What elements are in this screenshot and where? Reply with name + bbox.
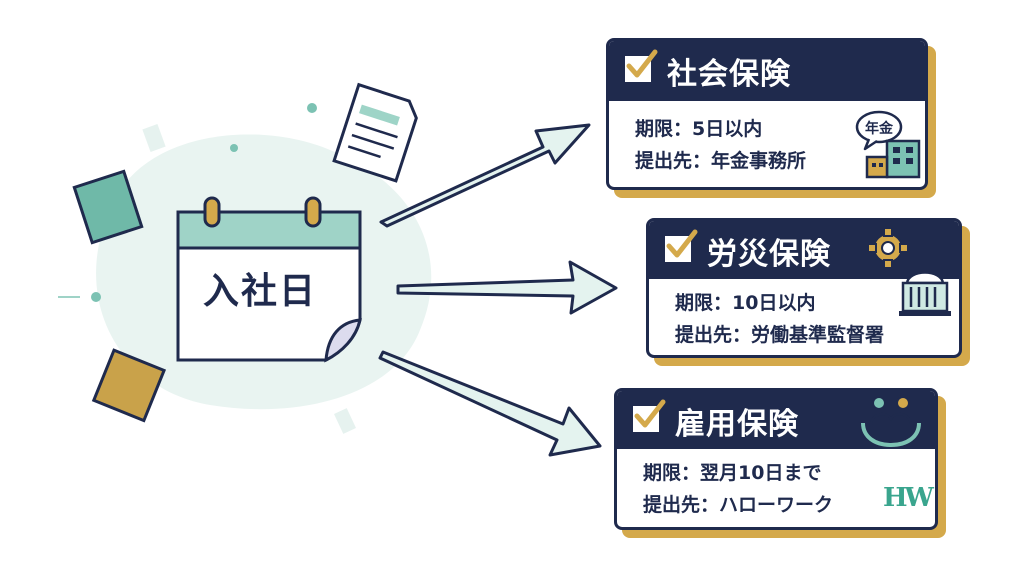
office-text: 提出先：ハローワーク — [643, 494, 834, 516]
handshake-icon — [861, 396, 921, 448]
card-body: 期限：翌月10日まで 提出先：ハローワーク — [643, 457, 833, 521]
card-header: 雇用保険 — [617, 391, 935, 449]
confetti-paper — [142, 123, 166, 153]
card-rousai-hoken: 労災保険 期限：10日以内 提出先：労働基準監督署 — [646, 218, 962, 358]
confetti-dot — [91, 292, 101, 302]
office-text: 提出先：年金事務所 — [635, 150, 807, 172]
card-body: 期限：5日以内 提出先：年金事務所 — [635, 113, 806, 177]
card-shakai-hoken: 社会保険 期限：5日以内 提出先：年金事務所 年金 — [606, 38, 928, 190]
card-title: 雇用保険 — [675, 407, 799, 442]
confetti-dot — [307, 103, 317, 113]
calendar-label: 入社日 — [203, 271, 318, 312]
calendar-icon — [176, 196, 362, 363]
card-header: 社会保険 — [609, 41, 925, 101]
deadline-text: 期限：5日以内 — [635, 118, 763, 140]
government-building-icon — [899, 263, 951, 316]
gear-icon — [867, 227, 909, 269]
confetti-paper — [334, 408, 356, 434]
checkbox-icon — [663, 229, 698, 264]
deadline-text: 期限：翌月10日まで — [643, 462, 822, 484]
card-header: 労災保険 — [649, 221, 959, 279]
teal-paper — [72, 169, 144, 245]
pension-office-icon: 年金 — [855, 110, 921, 179]
office-text: 提出先：労働基準監督署 — [675, 324, 885, 346]
card-title: 社会保険 — [667, 57, 791, 92]
arrow-to-rousai-hoken — [396, 260, 618, 315]
arrow-to-shakai-hoken — [379, 123, 591, 228]
confetti-dot — [230, 144, 238, 152]
document-icon — [332, 82, 418, 183]
pension-bubble-text: 年金 — [865, 120, 894, 137]
checkbox-icon — [623, 49, 658, 84]
arrow-to-koyou-hoken — [378, 350, 602, 457]
checkbox-icon — [631, 399, 666, 434]
gold-paper — [91, 348, 167, 423]
deadline-text: 期限：10日以内 — [675, 292, 816, 314]
card-title: 労災保険 — [707, 237, 831, 272]
card-body: 期限：10日以内 提出先：労働基準監督署 — [675, 287, 884, 351]
card-koyou-hoken: 雇用保険 期限：翌月10日まで 提出先：ハローワーク HW — [614, 388, 938, 530]
hellowork-logo: HW — [883, 483, 934, 513]
